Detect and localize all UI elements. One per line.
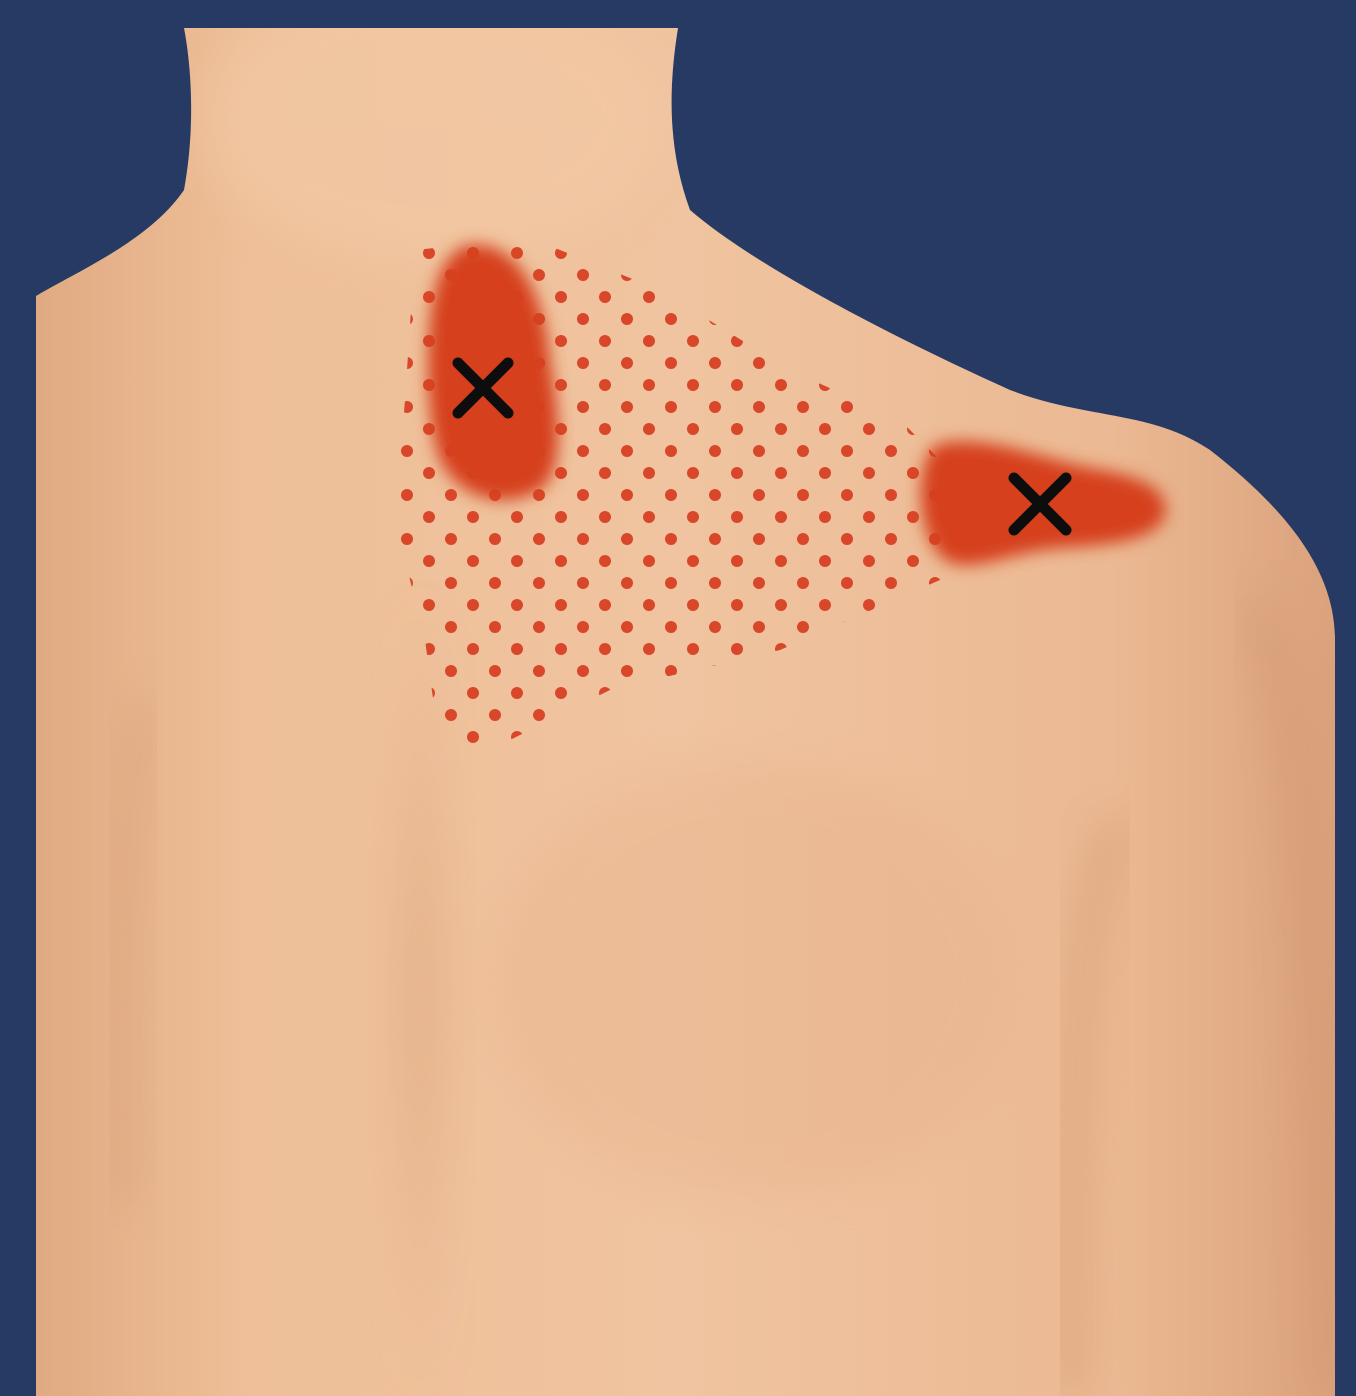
back-anatomy-illustration: [0, 0, 1356, 1396]
